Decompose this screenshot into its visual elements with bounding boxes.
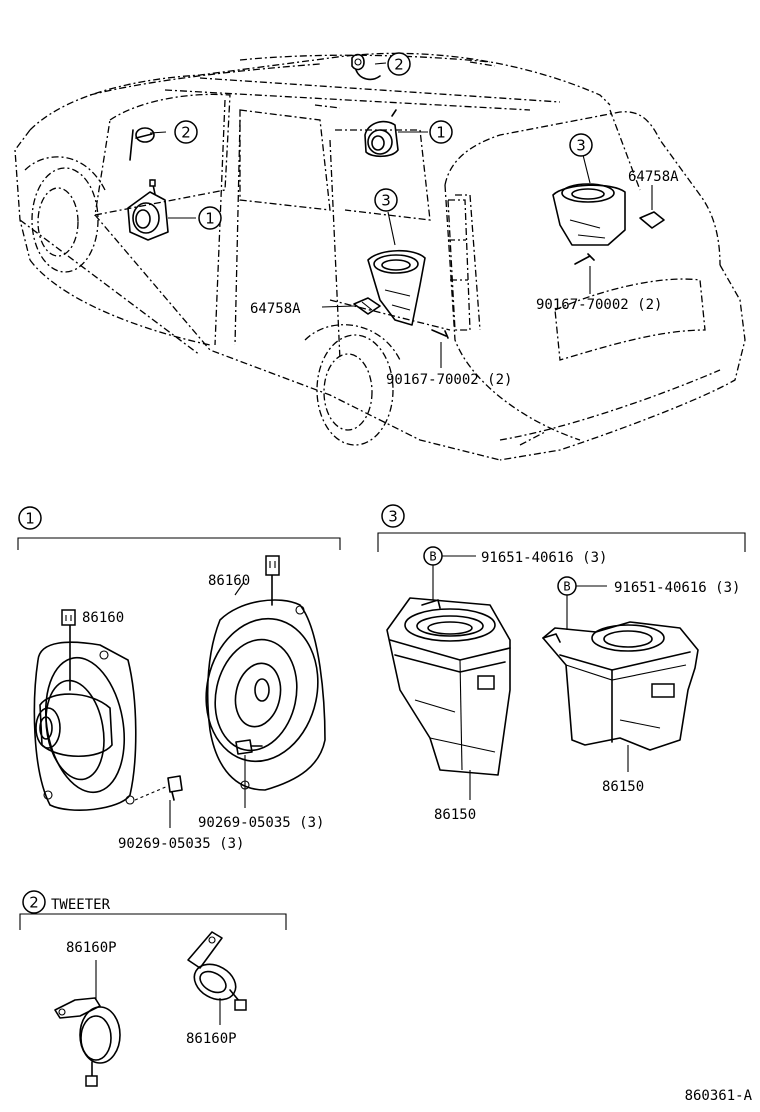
door-speaker-rear [364,109,399,158]
label-bracket-right: 64758A [628,169,679,185]
label-box-right: 86150 [602,779,644,795]
screw-90269-right [235,739,263,808]
door-speaker-front [127,179,169,241]
speaker-box-86150-right [542,621,699,772]
callout-2-roof: 2 [387,52,411,76]
group2-header: 2 [19,890,287,930]
svg-text:B: B [429,550,436,564]
svg-text:3: 3 [576,137,586,155]
label-speaker-left: 86160 [82,610,124,626]
svg-text:2: 2 [29,894,39,912]
label-bolt-right: 91651-40616 (3) [614,580,740,596]
label-tweeter-top: 86160P [66,940,117,956]
diagram-code: 860361-A [685,1088,753,1104]
svg-text:3: 3 [381,192,391,210]
svg-text:1: 1 [436,124,446,142]
svg-text:1: 1 [25,510,35,528]
group3-header: 3 [377,504,746,552]
svg-text:1: 1 [205,210,215,228]
bolt-badge-left: B [423,546,476,600]
speaker-box-86150-left [386,597,511,800]
bracket-vehicle-left [353,297,381,315]
label-screw-90269-left: 90269-05035 (3) [118,836,244,852]
callout-3-right: 3 [569,133,593,157]
callout-3-left: 3 [374,188,398,212]
label-screw-right: 90167-70002 (2) [536,297,662,313]
bracket-vehicle-right [639,211,665,229]
screw-vehicle-left [431,329,449,339]
speaker-box-vehicle-right [552,183,626,246]
tweeter-door [129,127,155,161]
vehicle-leader-lines [149,62,653,368]
label-bracket-left: 64758A [250,301,301,317]
group2-title: TWEETER [51,897,111,913]
speaker-box-vehicle-left [367,249,426,326]
label-tweeter-bottom: 86160P [186,1031,237,1047]
callout-1-front: 1 [198,206,222,230]
group1-header: 1 [17,506,341,550]
vehicle-outline [14,52,746,461]
tweeter-86160P-left [54,960,121,1087]
screw-vehicle-right [574,253,595,265]
bolt-badge-right: B [557,576,607,630]
speaker-86160-left [33,609,137,811]
tweeter-roof [351,53,381,81]
label-box-left: 86150 [434,807,476,823]
svg-text:B: B [563,580,570,594]
label-screw-left: 90167-70002 (2) [386,372,512,388]
tweeter-86160P-right [187,931,247,1025]
svg-text:3: 3 [388,508,398,526]
screw-90269-left [134,775,183,828]
speaker-86160-right [205,555,326,791]
svg-text:2: 2 [181,124,191,142]
svg-text:2: 2 [394,56,404,74]
label-bolt-left: 91651-40616 (3) [481,550,607,566]
callout-1-rear: 1 [429,120,453,144]
label-speaker-right: 86160 [208,573,250,589]
callout-2-door: 2 [174,120,198,144]
label-screw-90269-right: 90269-05035 (3) [198,815,324,831]
